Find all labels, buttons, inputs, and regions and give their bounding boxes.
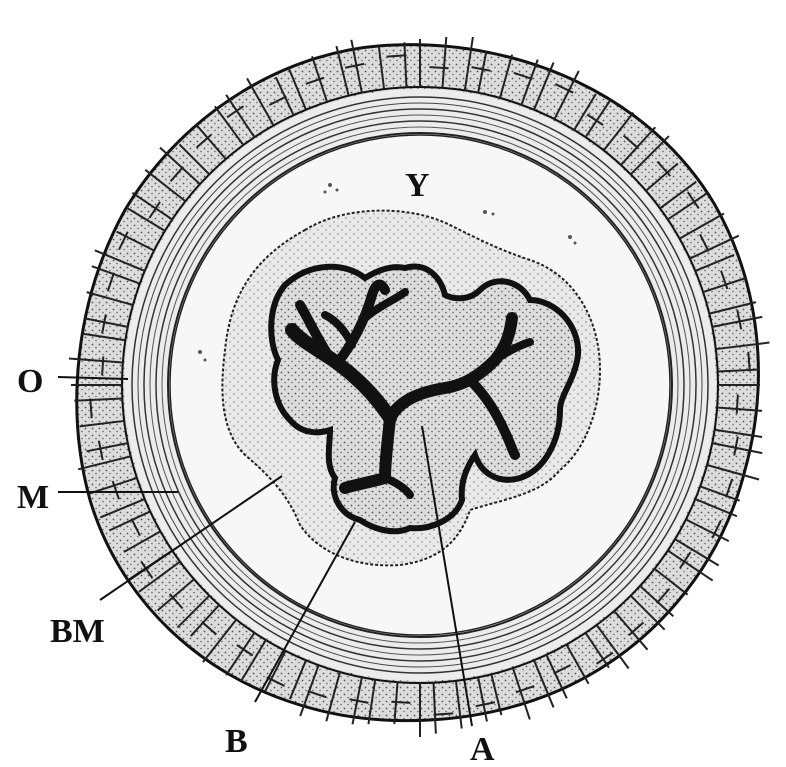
- cell-wall: [737, 395, 738, 414]
- cell-wall: [433, 713, 453, 714]
- label-a: A: [470, 731, 495, 767]
- cell-wall: [391, 702, 410, 703]
- label-o: O: [17, 363, 43, 400]
- cell-wall: [90, 398, 91, 418]
- cell-wall: [102, 356, 103, 375]
- cell-wall: [748, 352, 749, 372]
- label-b: B: [225, 723, 248, 760]
- cell-wall: [387, 55, 407, 56]
- label-y: Y: [405, 167, 430, 204]
- label-bm: BM: [50, 613, 105, 650]
- cell-wall: [430, 67, 449, 68]
- label-m: M: [17, 479, 49, 516]
